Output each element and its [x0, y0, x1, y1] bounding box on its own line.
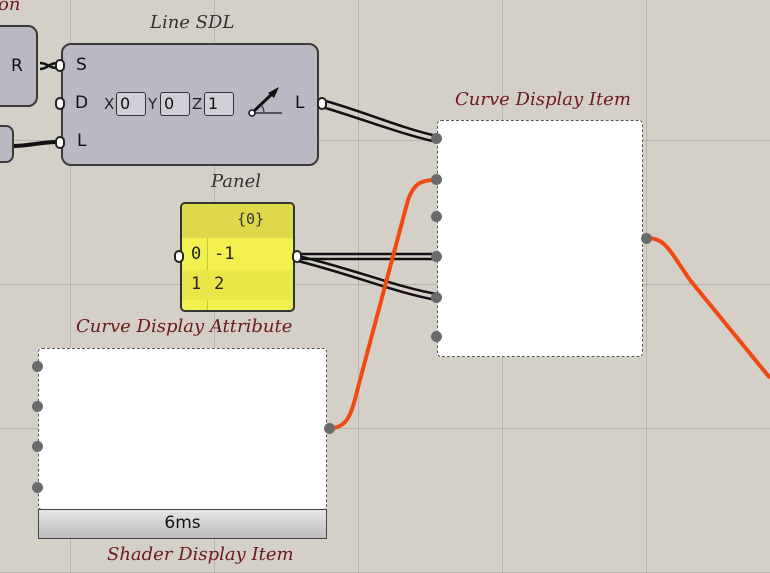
panel-row[interactable]: 1 2 [182, 270, 293, 300]
curve-item-input-1[interactable] [431, 133, 442, 144]
input-port-d[interactable]: D [75, 93, 89, 113]
partial-component-title: on [0, 0, 21, 15]
panel-row-value: 2 [214, 274, 225, 294]
panel-row[interactable]: 0 -1 [182, 240, 293, 270]
output-port-r[interactable]: R [11, 56, 23, 76]
attribute-input-3[interactable] [32, 441, 43, 452]
curve-item-input-2[interactable] [431, 174, 442, 185]
partial-component[interactable] [0, 25, 38, 107]
panel-row-value: -1 [214, 244, 235, 264]
curve-item-input-4[interactable] [431, 251, 442, 262]
curve-display-attribute[interactable] [38, 348, 327, 510]
panel-component[interactable]: {0} 0 -1 1 2 [180, 202, 295, 312]
curve-display-item-title: Curve Display Item [455, 89, 631, 110]
attribute-input-4[interactable] [32, 482, 43, 493]
curve-item-input-3[interactable] [431, 211, 442, 222]
vector-z-label: Z [192, 95, 203, 113]
panel-output-grip[interactable] [292, 250, 302, 263]
panel-input-grip[interactable] [174, 250, 184, 263]
attribute-input-2[interactable] [32, 401, 43, 412]
output-port-l[interactable]: L [295, 93, 305, 113]
panel-title: Panel [211, 171, 262, 192]
wire-curve-item-output[interactable] [645, 236, 770, 380]
partial-component-lower[interactable] [0, 125, 14, 163]
panel-row-index: 0 [191, 244, 202, 264]
wire-attribute-to-curve-item[interactable] [329, 178, 437, 430]
vector-arrow-icon [248, 87, 282, 117]
attribute-input-1[interactable] [32, 361, 43, 372]
curve-item-output[interactable] [641, 233, 652, 244]
shader-display-item-timer: 6ms [38, 509, 327, 539]
curve-item-input-5[interactable] [431, 292, 442, 303]
input-port-l[interactable]: L [77, 131, 87, 151]
vector-x-input[interactable]: 0 [116, 92, 146, 116]
curve-display-attribute-title: Curve Display Attribute [76, 316, 293, 337]
timer-notch [174, 499, 192, 509]
line-sdl-component[interactable] [61, 43, 319, 166]
vector-y-label: Y [148, 95, 158, 113]
vector-y-input[interactable]: 0 [160, 92, 190, 116]
curve-display-item[interactable] [437, 120, 643, 357]
curve-item-input-6[interactable] [431, 331, 442, 342]
line-sdl-title: Line SDL [150, 12, 235, 33]
input-grip-d[interactable] [55, 97, 65, 110]
panel-path: {0} [237, 210, 265, 228]
wire-line-to-curve-item[interactable] [321, 98, 438, 144]
wire-panel-to-curve-item[interactable] [297, 252, 438, 302]
input-grip-l[interactable] [55, 136, 65, 149]
panel-path-header: {0} [182, 204, 293, 238]
shader-display-item-title: Shader Display Item [107, 544, 294, 565]
input-port-s[interactable]: S [76, 55, 87, 75]
vector-x-label: X [104, 95, 115, 113]
output-grip-l[interactable] [317, 97, 327, 110]
wire-to-l-input[interactable] [11, 140, 59, 148]
vector-z-input[interactable]: 1 [204, 92, 234, 116]
input-grip-s[interactable] [55, 59, 65, 72]
attribute-output[interactable] [324, 423, 335, 434]
panel-row-index: 1 [191, 274, 202, 294]
